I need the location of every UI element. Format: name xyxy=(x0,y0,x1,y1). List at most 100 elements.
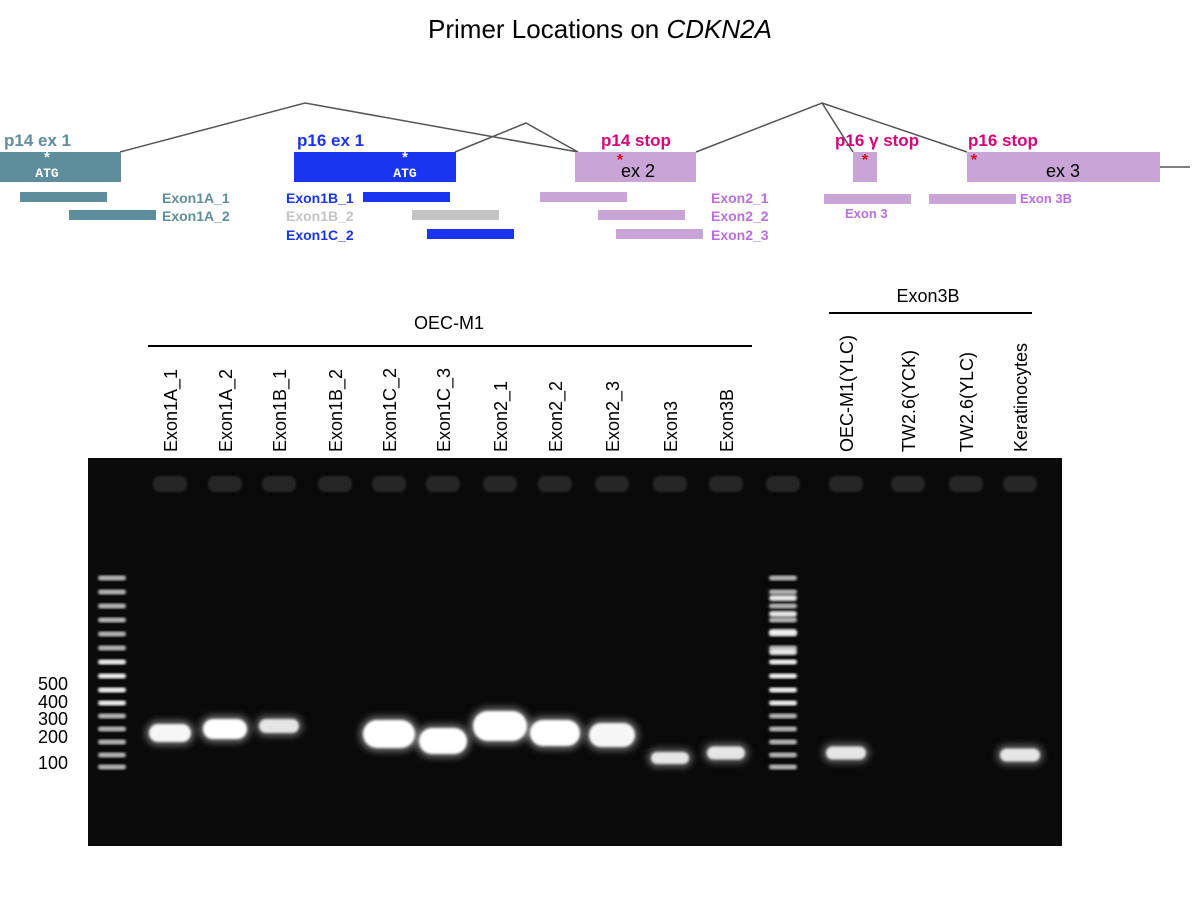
gel-well xyxy=(372,476,406,492)
ladder-size-label: 200 xyxy=(38,727,68,747)
splice-line-p14 xyxy=(119,102,579,153)
primer-bar-exon1c-2 xyxy=(427,229,514,239)
atg-star-p16: * xyxy=(400,151,409,168)
ladder-band xyxy=(98,673,126,679)
gel-band xyxy=(149,724,191,742)
lane-label: Exon1B_2 xyxy=(326,369,347,452)
ladder-size-label: 400 xyxy=(38,692,68,712)
gel-well xyxy=(766,476,800,492)
lane-labels: Exon1A_1 Exon1A_2 Exon1B_1 Exon1B_2 Exon1C_2… xyxy=(161,335,1031,452)
lane-label: Exon1A_2 xyxy=(216,369,237,452)
gel-band xyxy=(651,752,689,764)
primer-label-exon1b-2: Exon1B_2 xyxy=(286,208,354,224)
primer-label-exon2-1: Exon2_1 xyxy=(711,190,769,206)
ladder-band xyxy=(769,617,797,623)
ladder-band xyxy=(769,726,797,732)
atg-label-p14: ATG xyxy=(35,166,59,181)
lane-label: Exon2_1 xyxy=(491,381,512,452)
primer-label-exon3: Exon 3 xyxy=(845,206,888,221)
exon3-box xyxy=(967,152,1160,182)
primer-label-exon1a-1: Exon1A_1 xyxy=(162,190,230,206)
lane-label: Exon1C_2 xyxy=(380,368,401,452)
exon2-box xyxy=(575,152,696,182)
gel-band xyxy=(530,720,580,746)
gel-well xyxy=(1003,476,1037,492)
ladder-band xyxy=(98,764,126,770)
splice-line-ex3 xyxy=(821,102,968,153)
p14-stop-label: p14 stop xyxy=(601,131,671,150)
ladder-size-label: 500 xyxy=(38,674,68,694)
ladder-band xyxy=(769,649,797,655)
gel-well xyxy=(891,476,925,492)
gel-well xyxy=(709,476,743,492)
ladder-band xyxy=(769,611,797,617)
gel-well xyxy=(949,476,983,492)
ladder-band xyxy=(98,752,126,758)
ladder-band xyxy=(98,700,126,706)
gel-well xyxy=(208,476,242,492)
ladder-band xyxy=(769,713,797,719)
lane-label: Exon1A_1 xyxy=(161,369,182,452)
gel-band xyxy=(1000,748,1040,762)
primer-bar-exon3 xyxy=(824,194,911,204)
primer-bar-exon1b-2 xyxy=(412,210,499,220)
gel-well xyxy=(318,476,352,492)
lane-label: Exon3B xyxy=(717,389,737,452)
primer-label-exon1a-2: Exon1A_2 xyxy=(162,208,230,224)
lane-label: Exon1B_1 xyxy=(270,369,291,452)
ladder-band xyxy=(98,713,126,719)
ladder-band xyxy=(98,687,126,693)
ladder-band xyxy=(98,575,126,581)
gel-band xyxy=(473,711,527,741)
gel-well xyxy=(538,476,572,492)
ladder-band xyxy=(98,645,126,651)
ladder-band xyxy=(769,752,797,758)
lane-label: OEC-M1(YLC) xyxy=(837,335,857,452)
p16-stop-label: p16 stop xyxy=(968,131,1038,150)
gel-band xyxy=(419,728,467,754)
ladder-band xyxy=(769,575,797,581)
lane-label: TW2.6(YLC) xyxy=(957,352,977,452)
ladder-band xyxy=(769,629,797,635)
ladder-size-label: 300 xyxy=(38,709,68,729)
exon1b-box xyxy=(294,152,456,182)
gel-well xyxy=(595,476,629,492)
gel-well xyxy=(829,476,863,492)
atg-star-p14: * xyxy=(42,151,51,168)
stop-star-p16: * xyxy=(971,152,978,169)
p16-gamma-stop-label: p16 γ stop xyxy=(835,131,919,150)
primer-bar-exon2-3 xyxy=(616,229,703,239)
gel-well xyxy=(153,476,187,492)
lane-label: Exon2_3 xyxy=(603,381,624,452)
ladder-band xyxy=(98,617,126,623)
primer-bar-exon1b-1 xyxy=(363,192,450,202)
ladder-band xyxy=(769,659,797,665)
ladder-band xyxy=(769,700,797,706)
ladder-band xyxy=(769,589,797,595)
ex3-label: ex 3 xyxy=(1046,161,1080,181)
ladder-band xyxy=(98,726,126,732)
primer-bar-exon1a-1 xyxy=(20,192,107,202)
group-label-oec: OEC-M1 xyxy=(414,313,484,333)
ladder-band xyxy=(98,659,126,665)
ladder-band xyxy=(98,631,126,637)
ladder-band xyxy=(769,595,797,601)
gel-well xyxy=(483,476,517,492)
gel-well xyxy=(653,476,687,492)
splice-line-gamma xyxy=(695,102,854,153)
atg-label-p16: ATG xyxy=(393,166,417,181)
exon1a-box xyxy=(0,152,121,182)
gel-well xyxy=(262,476,296,492)
primer-label-exon1b-1: Exon1B_1 xyxy=(286,190,354,206)
p16-ex1-label: p16 ex 1 xyxy=(297,131,364,150)
lane-label: TW2.6(YCK) xyxy=(899,350,919,452)
lane-label: Exon1C_3 xyxy=(434,368,455,452)
gel-well xyxy=(426,476,460,492)
stop-star-p14: * xyxy=(617,152,624,169)
ladder-band xyxy=(769,603,797,609)
lane-label: Exon3 xyxy=(661,401,681,452)
ladder-band xyxy=(769,739,797,745)
ex2-label: ex 2 xyxy=(621,161,655,181)
